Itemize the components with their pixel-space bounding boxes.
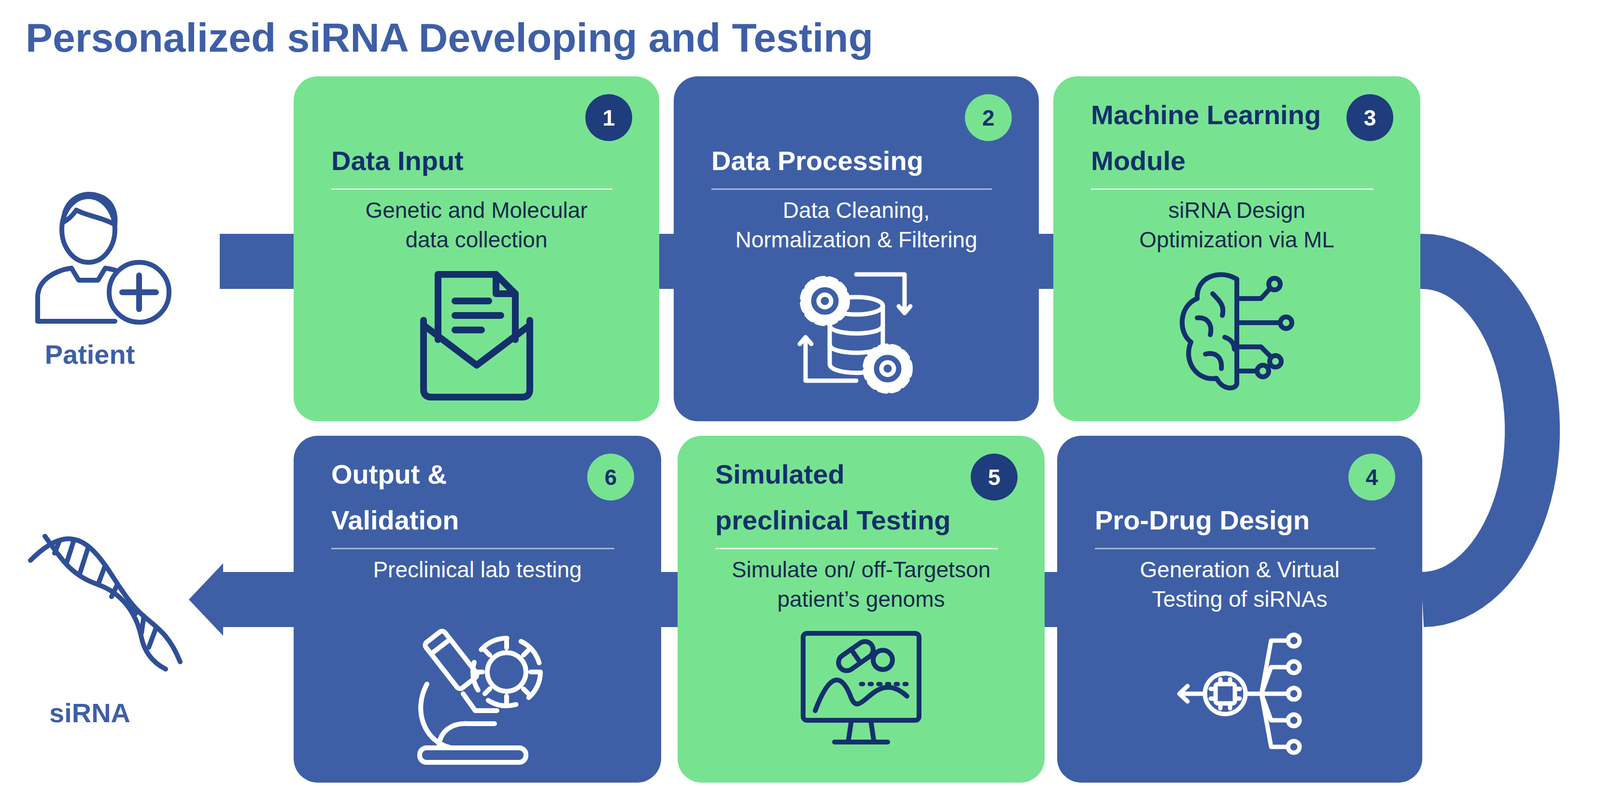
box-heading: Pro-Drug Design <box>1094 496 1339 543</box>
simulation-monitor-icon <box>788 621 934 766</box>
box-heading: Data Input <box>331 137 576 184</box>
process-box: Machine Learning Module siRNA Design Opti… <box>1053 76 1421 422</box>
callout-number: 3 <box>1346 94 1394 142</box>
output-arrowhead <box>188 563 224 636</box>
callout-number: 2 <box>964 94 1012 142</box>
heading-divider: Simulated preclinical Testing <box>715 435 998 550</box>
box-description: Simulate on/ off-Targetson patient’s gen… <box>716 554 1006 614</box>
box-heading: Simulated preclinical Testing <box>715 451 960 543</box>
microscope-icon <box>405 621 551 766</box>
box-heading: Data Processing <box>711 137 956 184</box>
box-description: Preclinical lab testing <box>332 554 623 585</box>
sirna-helix-icon <box>30 536 181 669</box>
heading-divider: Data Processing <box>711 76 992 190</box>
brain-circuit-icon <box>1164 259 1310 405</box>
patient-label: Patient <box>44 338 136 370</box>
heading-divider: Output & Validation <box>331 435 615 550</box>
process-box: Data InputGenetic and Molecular data col… <box>293 76 660 422</box>
flow-band <box>659 233 674 289</box>
patient-icon <box>37 194 170 323</box>
process-box: Pro-Drug DesignGeneration & Virtual Test… <box>1057 435 1423 783</box>
process-box: Simulated preclinical TestingSimulate on… <box>677 435 1045 783</box>
data-processing-icon <box>783 259 929 405</box>
process-box: Data ProcessingData Cleaning, Normalizat… <box>673 76 1039 422</box>
flow-band <box>1420 261 1533 600</box>
callout-number: 6 <box>587 453 635 501</box>
flow-band <box>1038 233 1054 289</box>
callout-number: 4 <box>1348 453 1396 501</box>
box-description: Genetic and Molecular data collection <box>351 195 603 255</box>
box-description: Data Cleaning, Normalization & Filtering <box>725 195 987 255</box>
flow-band <box>1044 571 1058 627</box>
heading-divider: Pro-Drug Design <box>1094 435 1376 550</box>
flow-band <box>661 571 678 627</box>
output-label: siRNA <box>49 696 131 729</box>
box-description: Generation & Virtual Testing of siRNAs <box>1114 554 1366 614</box>
callout-number: 5 <box>970 453 1018 501</box>
callout-number: 1 <box>585 94 633 142</box>
chip-branch-icon <box>1167 621 1313 766</box>
diagram-title: Personalized siRNA Developing and Testin… <box>25 14 874 62</box>
document-envelope-icon <box>404 259 550 405</box>
box-heading: Machine Learning Module <box>1090 91 1335 184</box>
process-box: Output & ValidationPreclinical lab testi… <box>293 435 662 783</box>
box-heading: Output & Validation <box>331 451 576 543</box>
heading-divider: Data Input <box>331 76 613 190</box>
heading-divider: Machine Learning Module <box>1090 76 1374 190</box>
box-description: siRNA Design Optimization via ML <box>1111 195 1363 255</box>
